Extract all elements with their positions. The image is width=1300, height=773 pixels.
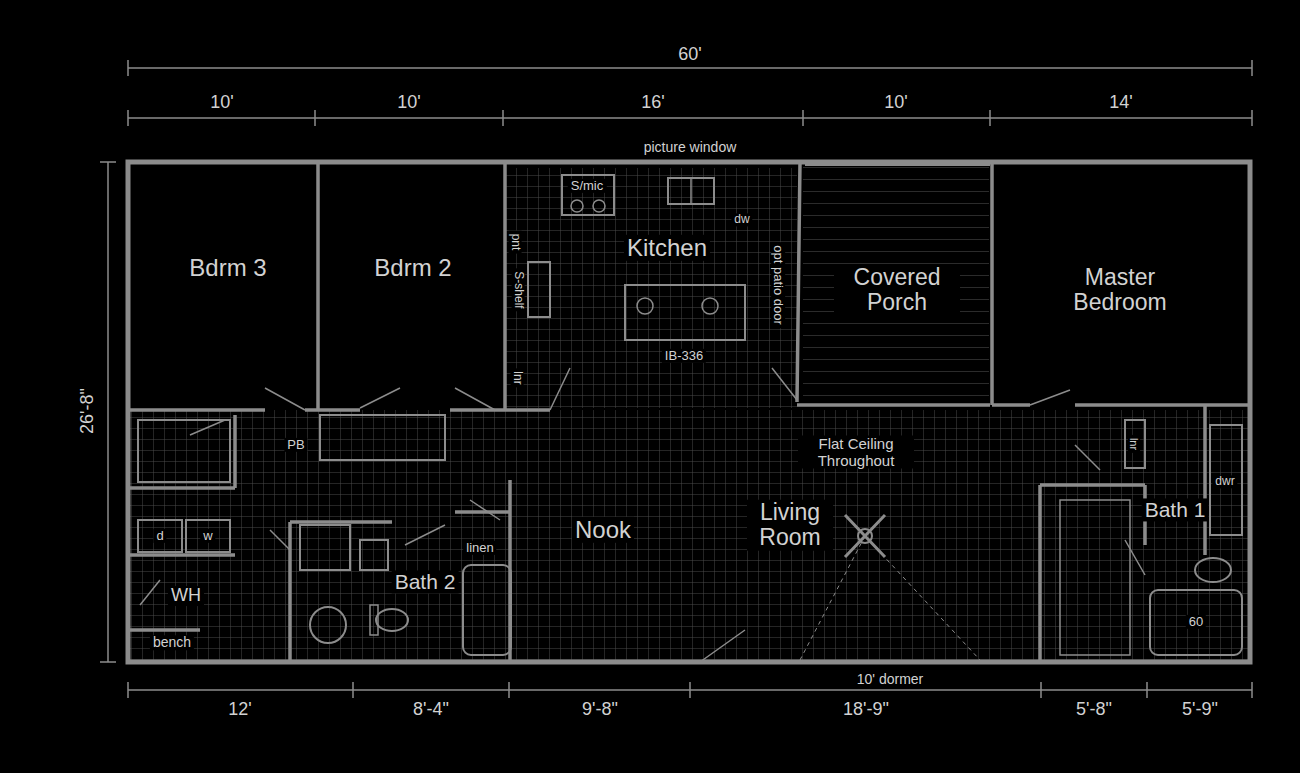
plan-label: opt patio door xyxy=(771,242,785,328)
plan-label: Flat Ceiling Throughout xyxy=(798,436,914,469)
plan-label: Kitchen xyxy=(624,235,710,261)
plan-label: 10' dormer xyxy=(854,672,926,687)
plan-label: Master Bedroom xyxy=(1047,265,1193,316)
plan-label: 16' xyxy=(638,93,667,113)
plan-label: Bdrm 3 xyxy=(186,255,269,281)
plan-label: bench xyxy=(150,635,194,650)
plan-label: S/mic xyxy=(568,179,607,193)
plan-label: S-shelf xyxy=(511,268,524,311)
plan-label: pnt xyxy=(508,231,521,254)
plan-label: dwr xyxy=(1212,475,1237,488)
plan-label: 12' xyxy=(225,700,254,720)
plan-label: WH xyxy=(168,586,204,606)
plan-label: lnr xyxy=(510,368,523,387)
plan-label: dw xyxy=(731,213,752,226)
plan-label: Living Room xyxy=(747,500,833,551)
plan-label: 60 xyxy=(1186,615,1206,629)
plan-label: Bath 1 xyxy=(1142,498,1209,521)
plan-label: 5'-8" xyxy=(1073,700,1115,720)
plan-label: Nook xyxy=(572,517,634,543)
plan-label: w xyxy=(200,529,215,543)
plan-label: d xyxy=(153,529,166,543)
plan-label: 10' xyxy=(881,93,910,113)
plan-label: 10' xyxy=(394,93,423,113)
plan-label: linen xyxy=(463,541,496,555)
plan-label: 9'-8" xyxy=(579,700,621,720)
plan-label: 26'-8" xyxy=(78,385,98,437)
plan-label: Bdrm 2 xyxy=(371,255,454,281)
plan-label: PB xyxy=(284,438,307,452)
plan-label: 5'-9" xyxy=(1179,700,1221,720)
plan-label: 14' xyxy=(1106,93,1135,113)
plan-label: 18'-9" xyxy=(840,700,892,720)
plan-label: picture window xyxy=(641,140,740,155)
plan-label: 10' xyxy=(207,93,236,113)
plan-label: Bath 2 xyxy=(392,570,459,593)
plan-label: Covered Porch xyxy=(834,265,960,316)
plan-label: 60' xyxy=(675,45,704,65)
plan-label: IB-336 xyxy=(662,349,706,363)
plan-label: 8'-4" xyxy=(410,700,452,720)
plan-label: lnr xyxy=(1128,435,1140,453)
